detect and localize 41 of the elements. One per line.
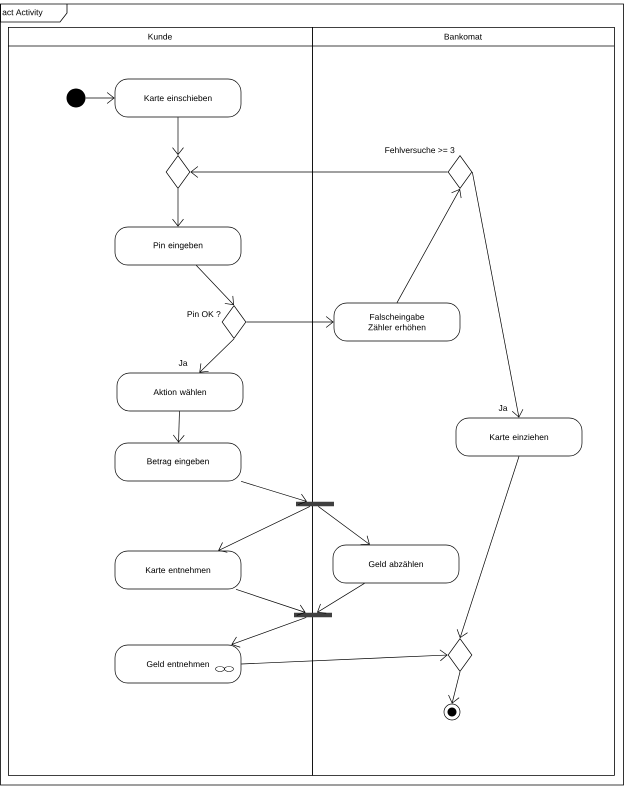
action-box: Geld entnehmen	[114, 644, 242, 684]
arrow	[396, 188, 462, 303]
action-box: Pin eingeben	[114, 226, 242, 266]
action-box: Betrag eingeben	[114, 442, 242, 482]
decision-diamond	[448, 155, 472, 189]
action-box: Falscheingabe Zähler erhöhen	[334, 302, 460, 342]
arrow	[190, 166, 448, 178]
arrow	[85, 92, 115, 104]
action-box: Karte einschieben	[114, 78, 242, 118]
decision-diamond	[222, 305, 246, 339]
arrow	[240, 481, 307, 505]
arrow	[172, 411, 185, 443]
initial-node	[66, 88, 86, 108]
arrow	[246, 316, 334, 328]
action-box: Karte entnehmen	[114, 550, 242, 590]
decision-diamond	[166, 155, 190, 189]
fork-bar	[294, 612, 332, 618]
arrow	[172, 117, 184, 156]
arrow	[472, 172, 524, 418]
arrow	[448, 672, 460, 704]
arrow	[316, 583, 365, 614]
arrow	[318, 506, 370, 545]
arrow	[196, 265, 234, 306]
arrow	[172, 188, 184, 227]
action-box: Geld abzählen	[332, 544, 460, 584]
guard-label: Pin OK ?	[188, 310, 220, 318]
arrow	[456, 456, 520, 638]
fork-bar	[296, 502, 334, 506]
edge-label: Ja	[498, 404, 508, 412]
decision-diamond	[448, 638, 472, 672]
arrow	[199, 338, 234, 373]
guard-label: Fehlversuche >= 3	[385, 146, 454, 154]
action-box: Aktion wählen	[116, 372, 244, 412]
action-box: Karte einziehen	[456, 418, 582, 456]
diagram-title: act Activity	[2, 9, 43, 17]
arrow	[236, 589, 306, 616]
arrow	[218, 506, 310, 553]
arrow	[231, 617, 307, 648]
arrow	[241, 650, 448, 664]
final-node	[444, 704, 460, 720]
edge-label: Ja	[178, 359, 188, 367]
